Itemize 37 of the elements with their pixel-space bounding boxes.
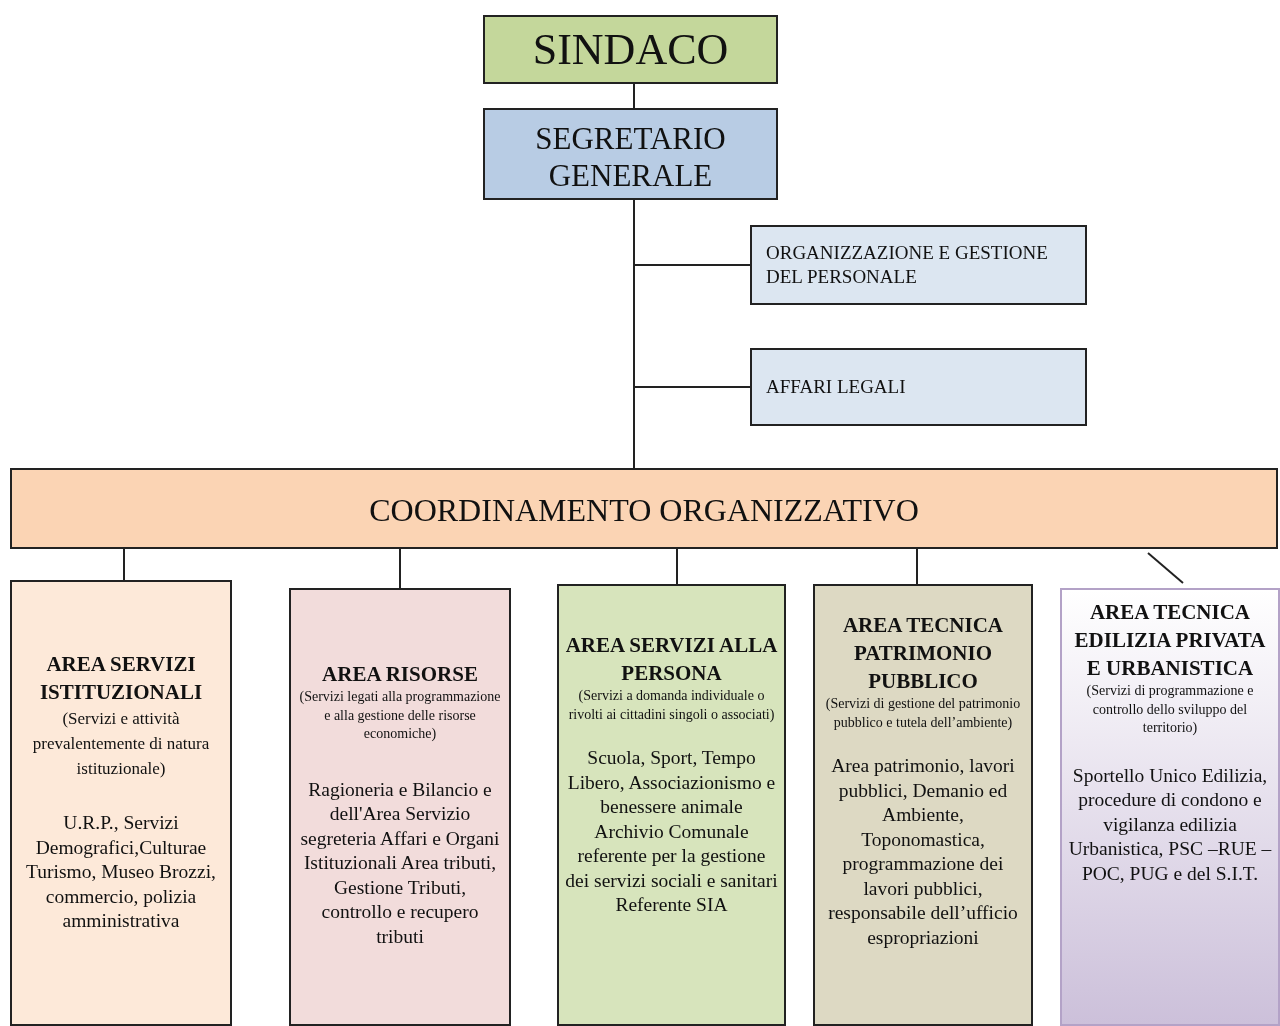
box-label: COORDINAMENTO ORGANIZZATIVO xyxy=(369,492,919,529)
area-services: Ragioneria e Bilancio e dell'Area Servizio segreteria Affari e Organi Istituzionali Area tributi, Gestione Tributi, controllo e recupero tributi xyxy=(299,777,501,949)
area-description: (Servizi legati alla programmazione e alla gestione delle risorse economiche) xyxy=(298,688,502,743)
area-box xyxy=(813,584,1033,1026)
area-services: Area patrimonio, lavori pubblici, Demanio ed Ambiente, Toponomastica, programmazione dei lavori pubblici, responsabile dell’ufficio espropriazioni xyxy=(827,754,1019,950)
area-description: (Servizi a domanda individuale o rivolti ai cittadini singoli o associati) xyxy=(567,687,776,724)
area-heading: AREA TECNICA PATRIMONIO PUBBLICO xyxy=(841,612,1005,695)
connector-line xyxy=(1147,552,1184,584)
area-heading: AREA TECNICA EDILIZIA PRIVATA E URBANISTICA xyxy=(1073,599,1267,682)
area-box xyxy=(1060,588,1280,1026)
connector-line xyxy=(916,548,918,585)
connector-line xyxy=(123,548,125,581)
box-label: SEGRETARIO GENERALE xyxy=(534,120,727,194)
connector-line xyxy=(633,199,635,469)
connector-line xyxy=(633,83,635,109)
box-label: SINDACO xyxy=(532,28,729,72)
connector-line xyxy=(399,548,401,589)
area-description: (Servizi di gestione del patrimonio pubblico e tutela dell’ambiente) xyxy=(824,695,1022,732)
area-services: Sportello Unico Edilizia, procedure di condono e vigilanza edilizia Urbanistica, PSC –RUE –POC, PUG e del S.I.T. xyxy=(1068,763,1272,886)
box-label: ORGANIZZAZIONE E GESTIONE DEL PERSONALE xyxy=(766,241,1049,289)
area-heading: AREA SERVIZI ISTITUZIONALI xyxy=(38,651,204,706)
area-services: U.R.P., Servizi Demografici,Culturae Turismo, Museo Brozzi, commercio, polizia amministrativa xyxy=(25,811,217,933)
box-label: AFFARI LEGALI xyxy=(766,375,906,399)
area-box xyxy=(10,580,232,1026)
area-box xyxy=(289,588,511,1026)
area-description: (Servizi di programmazione e controllo dello sviluppo del territorio) xyxy=(1085,682,1255,737)
area-services: Scuola, Sport, Tempo Libero, Associazionismo e benessere animale Archivio Comunale referente per la gestione dei servizi sociali e sanitari Referente SIA xyxy=(565,746,778,917)
area-heading: AREA SERVIZI ALLA PERSONA xyxy=(565,632,778,687)
area-box xyxy=(557,584,786,1026)
title-box xyxy=(483,108,778,200)
area-heading: AREA RISORSE xyxy=(322,661,478,688)
coordination-band xyxy=(10,468,1278,549)
title-box xyxy=(483,15,778,84)
office-box xyxy=(750,225,1087,305)
connector-line xyxy=(676,548,678,585)
office-box xyxy=(750,348,1087,426)
area-description: (Servizi e attività prevalentemente di natura istituzionale) xyxy=(31,708,211,780)
